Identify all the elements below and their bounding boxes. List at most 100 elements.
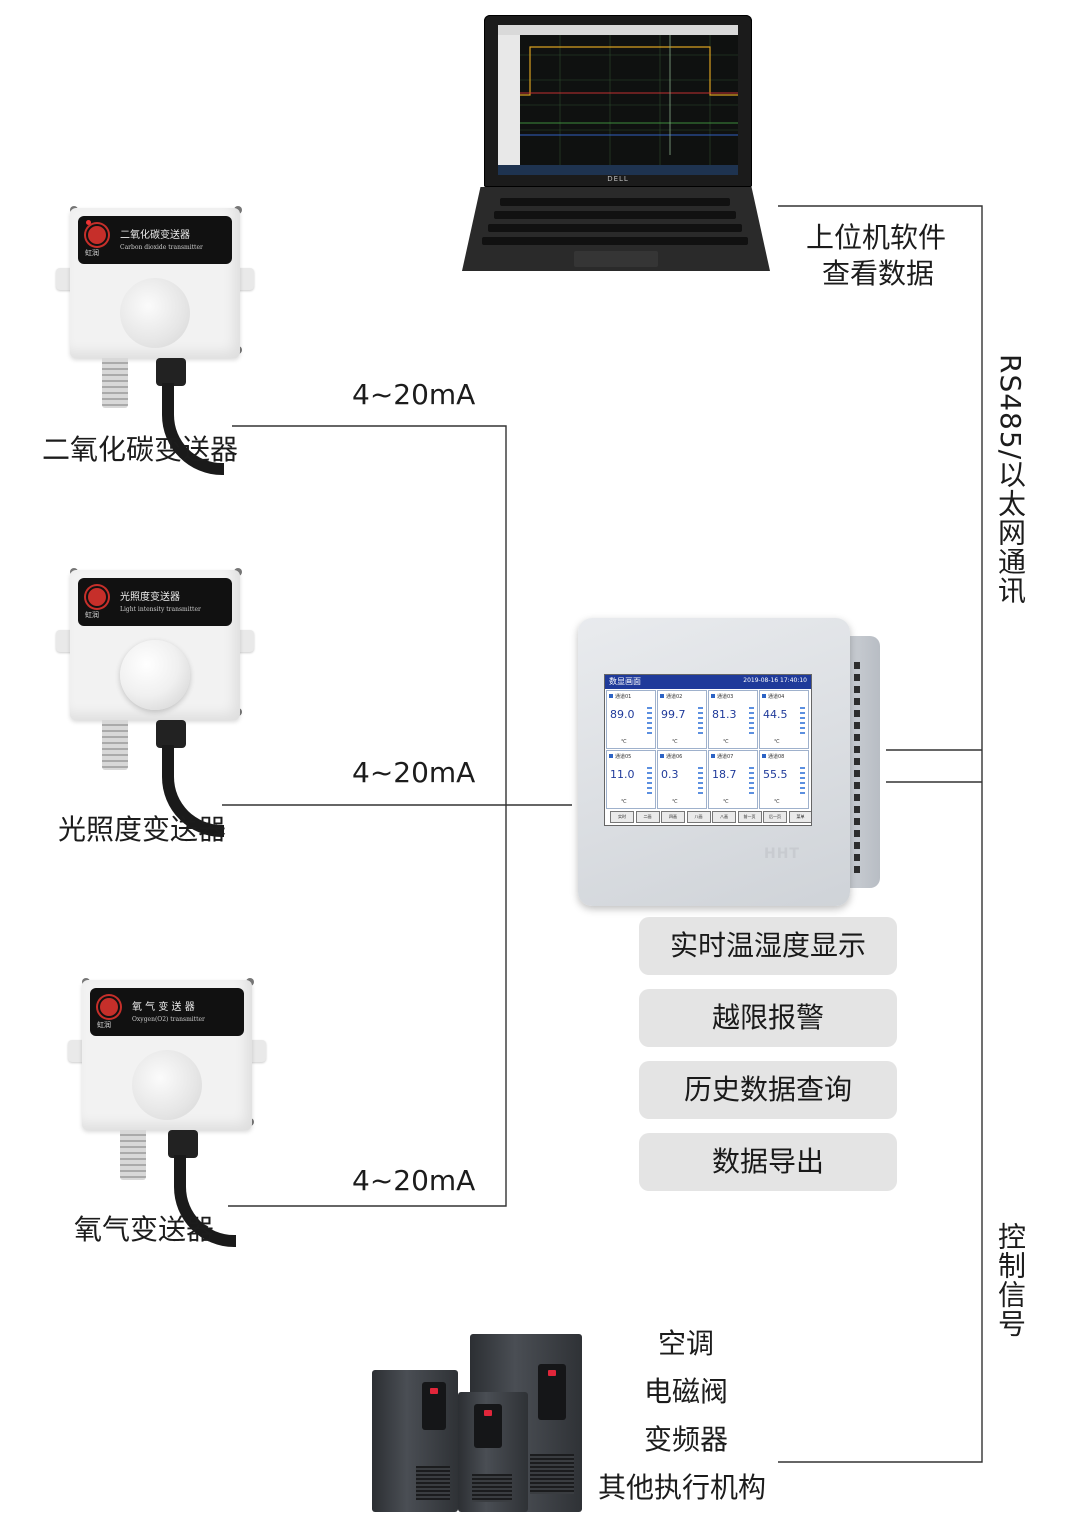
- channel-value: 99.7: [661, 708, 686, 721]
- laptop-brand: DELL: [607, 175, 629, 183]
- sensor-probe: [102, 720, 128, 770]
- laptop-caption-line2: 查看数据: [822, 257, 935, 290]
- vent-slot: [854, 782, 860, 789]
- recorder-header-title: 数显画面: [609, 677, 641, 686]
- channel-unit: ℃: [723, 739, 729, 745]
- comm-link-label: RS485/以太网通讯: [994, 354, 1027, 606]
- status-led: [86, 220, 91, 225]
- recorder-softkey[interactable]: 菜单: [788, 811, 811, 823]
- laptop-caption-line1: 上位机软件: [806, 221, 947, 254]
- channel-unit: ℃: [672, 799, 678, 805]
- light-transmitter: 虹润 光照度变送器 Light intensity transmitter: [50, 560, 260, 837]
- channel-bar-icon: [800, 767, 805, 795]
- sensor-probe: [120, 1130, 146, 1180]
- channel-cell[interactable]: 通道06 0.3 ℃: [657, 750, 707, 809]
- cable-gland: [156, 358, 186, 386]
- channel-color-icon: [762, 754, 766, 758]
- channel-value: 18.7: [712, 768, 737, 781]
- sensor-probe: [102, 358, 128, 408]
- channel-color-icon: [711, 694, 715, 698]
- co2-signal-label: 4~20mA: [352, 378, 476, 411]
- transmitter-nameplate: 虹润 氧 气 变 送 器 Oxygen(O2) transmitter: [90, 988, 244, 1036]
- light-sensor-dome: [120, 640, 190, 710]
- sensor-vent: [132, 1050, 202, 1120]
- sensor-vent: [120, 278, 190, 348]
- vent-slot: [854, 770, 860, 777]
- channel-color-icon: [660, 754, 664, 758]
- recorder-softkey[interactable]: 实时: [610, 811, 634, 823]
- vent-slot: [854, 686, 860, 693]
- channel-unit: ℃: [774, 799, 780, 805]
- vent-slot: [854, 830, 860, 837]
- channel-label: 通道08: [768, 754, 785, 760]
- channel-label: 通道01: [615, 694, 632, 700]
- control-link-label: 控制信号: [994, 1222, 1027, 1338]
- inverter-medium: [372, 1370, 458, 1512]
- transmitter-nameplate: 虹润 二氧化碳变送器 Carbon dioxide transmitter: [78, 216, 232, 264]
- laptop-touchpad: [574, 251, 658, 267]
- cable-gland: [156, 720, 186, 748]
- vent-slot: [854, 758, 860, 765]
- channel-value: 11.0: [610, 768, 635, 781]
- channel-value: 44.5: [763, 708, 788, 721]
- channel-label: 通道02: [666, 694, 683, 700]
- vent-slot: [854, 662, 860, 669]
- co2-transmitter-label: 二氧化碳变送器: [42, 433, 239, 466]
- channel-color-icon: [609, 754, 613, 758]
- vent-slot: [854, 710, 860, 717]
- actuator-inverter: 变频器: [644, 1423, 729, 1456]
- vent-slot: [854, 734, 860, 741]
- recorder-logo: HHT: [764, 846, 800, 862]
- vent-slot: [854, 806, 860, 813]
- vent-slot: [854, 866, 860, 873]
- channel-unit: ℃: [723, 799, 729, 805]
- channel-color-icon: [711, 754, 715, 758]
- vent-slot: [854, 818, 860, 825]
- light-transmitter-label: 光照度变送器: [58, 813, 227, 846]
- sensor-bus-line: [228, 425, 507, 1207]
- channel-value: 0.3: [661, 768, 679, 781]
- brand-logo-icon: [98, 996, 120, 1018]
- channel-label: 通道05: [615, 754, 632, 760]
- channel-bar-icon: [698, 767, 703, 795]
- recorder-softkey[interactable]: 后一页: [763, 811, 787, 823]
- brand-logo-icon: [86, 224, 108, 246]
- recorder-header: 数显画面 2019-08-16 17:40:10: [605, 675, 811, 689]
- recorder-softkey[interactable]: 四画: [661, 811, 685, 823]
- recorder-softkey[interactable]: 八画: [712, 811, 736, 823]
- channel-color-icon: [762, 694, 766, 698]
- vent-slot: [854, 698, 860, 705]
- inverter-small: [458, 1392, 528, 1512]
- oxygen-signal-label: 4~20mA: [352, 1164, 476, 1197]
- recorder-softkey[interactable]: 二画: [635, 811, 660, 823]
- channel-bar-icon: [647, 767, 652, 795]
- transmitter-nameplate: 虹润 光照度变送器 Light intensity transmitter: [78, 578, 232, 626]
- oxygen-transmitter-label: 氧气变送器: [74, 1213, 215, 1246]
- feature-data-export: 数据导出: [639, 1133, 897, 1191]
- cable-gland: [168, 1130, 198, 1158]
- recorder-softkey[interactable]: 前一页: [737, 811, 762, 823]
- laptop-lid: DELL: [484, 15, 752, 187]
- channel-unit: ℃: [672, 739, 678, 745]
- trunk-line: [778, 205, 983, 1463]
- vent-slot: [854, 722, 860, 729]
- software-trend-chart: [520, 35, 738, 165]
- feature-realtime-display: 实时温湿度显示: [639, 917, 897, 975]
- co2-transmitter: 虹润 二氧化碳变送器 Carbon dioxide transmitter: [50, 198, 260, 475]
- channel-cell[interactable]: 通道02 99.7 ℃: [657, 690, 707, 749]
- channel-label: 通道06: [666, 754, 683, 760]
- feature-limit-alarm: 越限报警: [639, 989, 897, 1047]
- recorder-softkey[interactable]: 八画: [686, 811, 711, 823]
- channel-bar-icon: [698, 707, 703, 735]
- channel-bar-icon: [749, 707, 754, 735]
- recorder-button-bar: 实时二画四画八画八画前一页后一页菜单: [606, 811, 811, 823]
- oxygen-transmitter: 虹润 氧 气 变 送 器 Oxygen(O2) transmitter: [62, 970, 272, 1247]
- feature-history-query: 历史数据查询: [639, 1061, 897, 1119]
